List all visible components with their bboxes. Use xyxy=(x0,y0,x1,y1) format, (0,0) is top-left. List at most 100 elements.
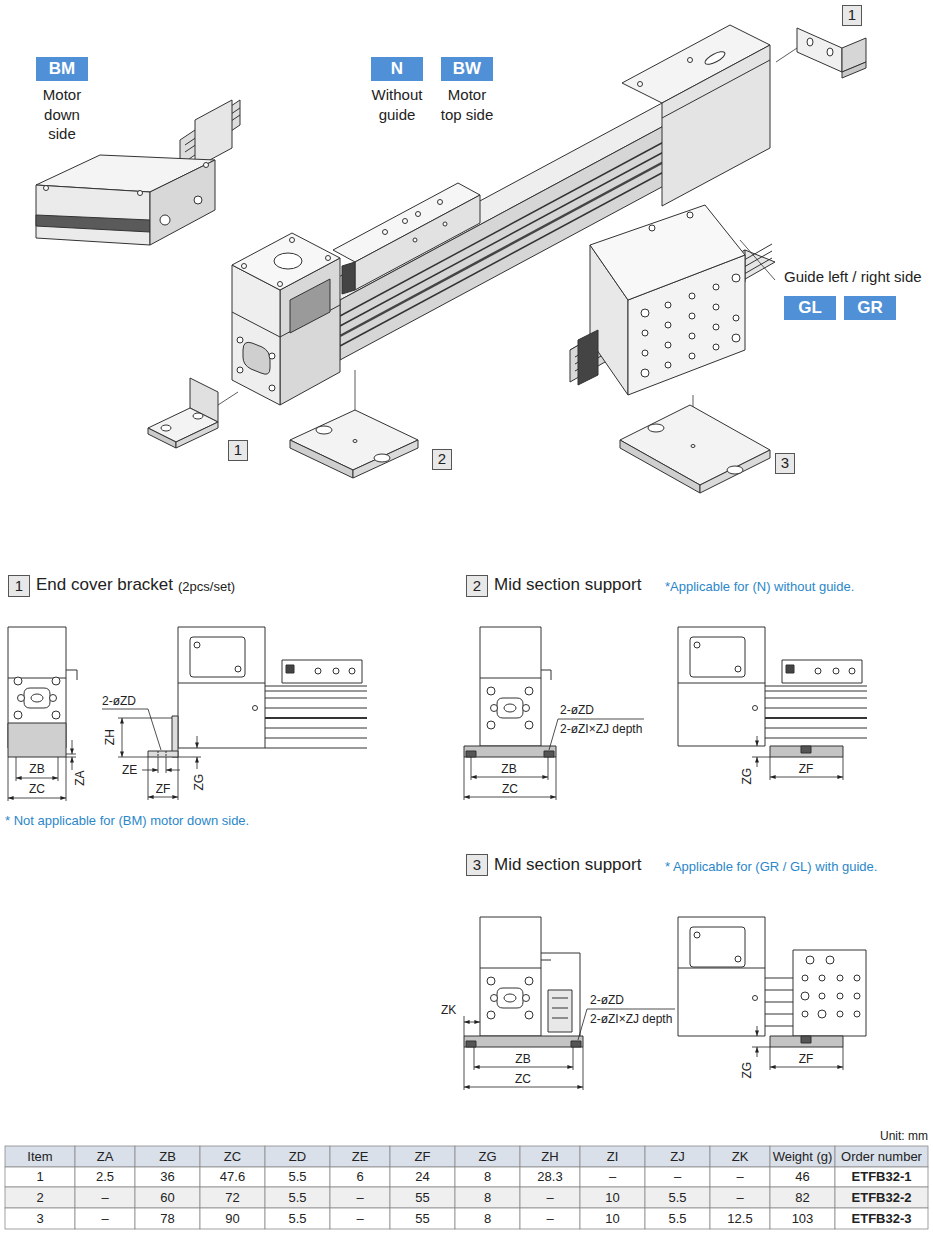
table-cell-text: ZI xyxy=(607,1149,619,1165)
dimension-label: ZF xyxy=(156,782,171,796)
table-cell xyxy=(135,1167,200,1187)
side-view xyxy=(802,975,808,981)
side-view xyxy=(765,708,867,709)
callout-text: BW xyxy=(453,60,481,79)
guide-inset xyxy=(665,322,671,328)
callout-text: N xyxy=(391,60,403,79)
dimension-lines xyxy=(770,1047,771,1070)
dimension-lines xyxy=(118,757,148,758)
table-cell-text: 28.3 xyxy=(537,1169,562,1185)
guide-inset xyxy=(665,302,671,308)
guide-inset xyxy=(713,324,719,330)
table-cell xyxy=(645,1146,710,1167)
table-cell-text: – xyxy=(736,1169,743,1185)
motor-end-block xyxy=(290,238,295,243)
dimension-lines xyxy=(166,757,167,773)
dimension-lines xyxy=(583,1047,584,1090)
side-view xyxy=(770,1036,843,1047)
end-view xyxy=(548,990,572,1032)
end-view xyxy=(541,670,551,680)
side-view xyxy=(265,728,367,729)
table-cell xyxy=(75,1187,135,1208)
table-cell xyxy=(200,1167,265,1187)
side-view xyxy=(315,668,321,674)
motor-end-block xyxy=(274,253,302,269)
side-view xyxy=(265,717,367,719)
dimension-lines xyxy=(464,1022,480,1023)
table-cell-text: 47.6 xyxy=(220,1169,245,1185)
end-view xyxy=(541,953,580,1036)
side-view xyxy=(826,956,834,964)
dimension-lines xyxy=(474,1047,475,1070)
callout-number: 1 xyxy=(228,440,248,461)
table-cell xyxy=(5,1167,75,1187)
table-cell-text: ZE xyxy=(352,1149,369,1165)
table-cell-text: ZC xyxy=(224,1149,241,1165)
option-badge: GR xyxy=(844,296,896,320)
table-cell-text: ZF xyxy=(415,1149,431,1165)
table-cell xyxy=(390,1167,455,1187)
dimension-label: ZC xyxy=(502,782,518,796)
side-view xyxy=(694,932,700,938)
side-view xyxy=(854,1011,860,1017)
dimension-label: ZB xyxy=(515,1052,530,1066)
table-cell xyxy=(580,1187,645,1208)
end-view xyxy=(552,998,568,999)
note: *Applicable for (N) without guide. xyxy=(665,579,854,595)
dimension-lines xyxy=(843,1047,844,1070)
side-view xyxy=(235,666,241,672)
motor-down-inset xyxy=(138,191,143,196)
table-cell-text: 24 xyxy=(415,1169,429,1185)
carriage xyxy=(416,212,421,217)
table-cell-text: ZK xyxy=(732,1149,749,1165)
side-view xyxy=(801,746,811,753)
side-view xyxy=(854,993,860,999)
side-view xyxy=(678,627,765,746)
table-cell-text: 3 xyxy=(36,1211,43,1227)
end-cover xyxy=(662,60,770,118)
dimension-lines xyxy=(757,1026,758,1036)
end-cover xyxy=(688,58,693,63)
motor-end-block xyxy=(237,367,243,373)
table-cell-text: ZH xyxy=(541,1149,558,1165)
end-cover-bracket xyxy=(827,48,833,56)
motor-end-block xyxy=(232,233,340,290)
table-cell-text: 10 xyxy=(605,1190,619,1206)
table-cell xyxy=(520,1187,580,1208)
dimension-lines xyxy=(464,1009,675,1090)
guide-inset xyxy=(642,350,648,356)
side-view xyxy=(333,668,339,674)
table-cell xyxy=(330,1208,390,1229)
table-cell xyxy=(5,1187,75,1208)
dimension-lines xyxy=(556,757,557,800)
callout-text: 2 xyxy=(438,451,446,468)
end-view xyxy=(544,751,554,757)
table-cell-text: 103 xyxy=(792,1211,814,1227)
guide-inset xyxy=(641,309,649,317)
side-view xyxy=(815,668,821,674)
guide-inset xyxy=(689,293,695,299)
table-cell-text: – xyxy=(609,1169,616,1185)
section-title: End cover bracket xyxy=(36,575,173,595)
end-view xyxy=(480,627,541,746)
end-view xyxy=(480,968,541,969)
option-caption: Motor down side xyxy=(32,85,92,144)
side-view xyxy=(265,691,367,692)
dimension-lines xyxy=(102,709,161,750)
guide-inset xyxy=(713,344,719,350)
table-cell xyxy=(265,1187,330,1208)
dimension-label: ZF xyxy=(799,762,814,776)
table-grid xyxy=(5,1146,928,1229)
end-cover-bracket xyxy=(776,28,866,78)
mid-support-plate xyxy=(700,450,770,493)
side-view xyxy=(148,751,178,757)
motor-end-block xyxy=(326,256,331,261)
carriage xyxy=(383,230,388,235)
side-view xyxy=(765,686,867,687)
motor-end-block xyxy=(243,342,270,374)
table-cell xyxy=(5,1146,75,1167)
table-cell-text: 5.5 xyxy=(288,1169,306,1185)
guide-inset xyxy=(689,353,695,359)
table-cell xyxy=(265,1146,330,1167)
table-cell xyxy=(75,1167,135,1187)
